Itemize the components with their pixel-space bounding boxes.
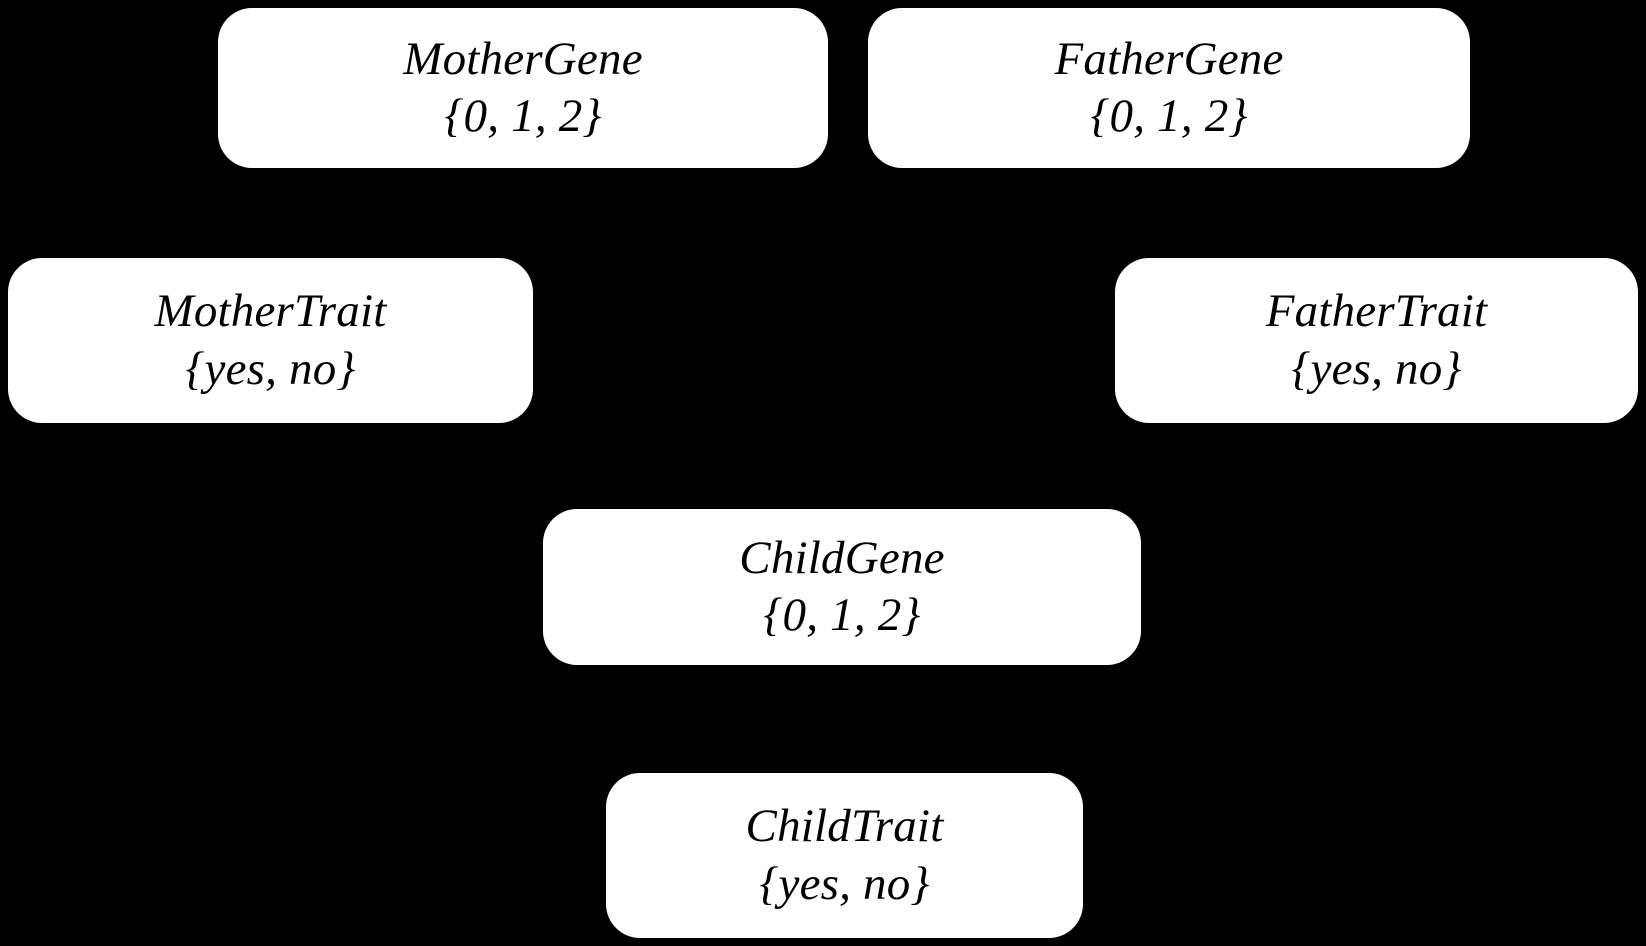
- node-mother-trait-label: MotherTrait: [154, 285, 387, 338]
- edge-mother-gene-to-mother-trait: [248, 167, 322, 259]
- node-child-trait[interactable]: ChildTrait {yes, no}: [606, 773, 1083, 938]
- edge-mother-gene-to-child-gene: [598, 167, 762, 510]
- node-child-trait-domain: {yes, no}: [759, 857, 930, 910]
- node-mother-gene[interactable]: MotherGene {0, 1, 2}: [218, 8, 828, 168]
- node-father-trait-domain: {yes, no}: [1291, 342, 1462, 395]
- node-father-trait-label: FatherTrait: [1265, 285, 1488, 338]
- node-child-trait-label: ChildTrait: [745, 800, 944, 853]
- edge-father-gene-to-father-trait: [1328, 167, 1392, 259]
- node-child-gene-label: ChildGene: [739, 531, 945, 584]
- node-father-gene-domain: {0, 1, 2}: [1090, 90, 1248, 142]
- node-father-gene[interactable]: FatherGene {0, 1, 2}: [868, 8, 1470, 168]
- node-mother-gene-domain: {0, 1, 2}: [444, 90, 602, 142]
- edge-father-gene-to-child-gene: [918, 167, 1082, 510]
- node-child-gene-domain: {0, 1, 2}: [763, 589, 921, 641]
- node-father-gene-label: FatherGene: [1054, 32, 1284, 85]
- node-mother-trait-domain: {yes, no}: [185, 342, 356, 395]
- node-mother-gene-label: MotherGene: [403, 32, 643, 85]
- node-mother-trait[interactable]: MotherTrait {yes, no}: [8, 258, 533, 423]
- node-father-trait[interactable]: FatherTrait {yes, no}: [1115, 258, 1638, 423]
- node-child-gene[interactable]: ChildGene {0, 1, 2}: [543, 509, 1141, 665]
